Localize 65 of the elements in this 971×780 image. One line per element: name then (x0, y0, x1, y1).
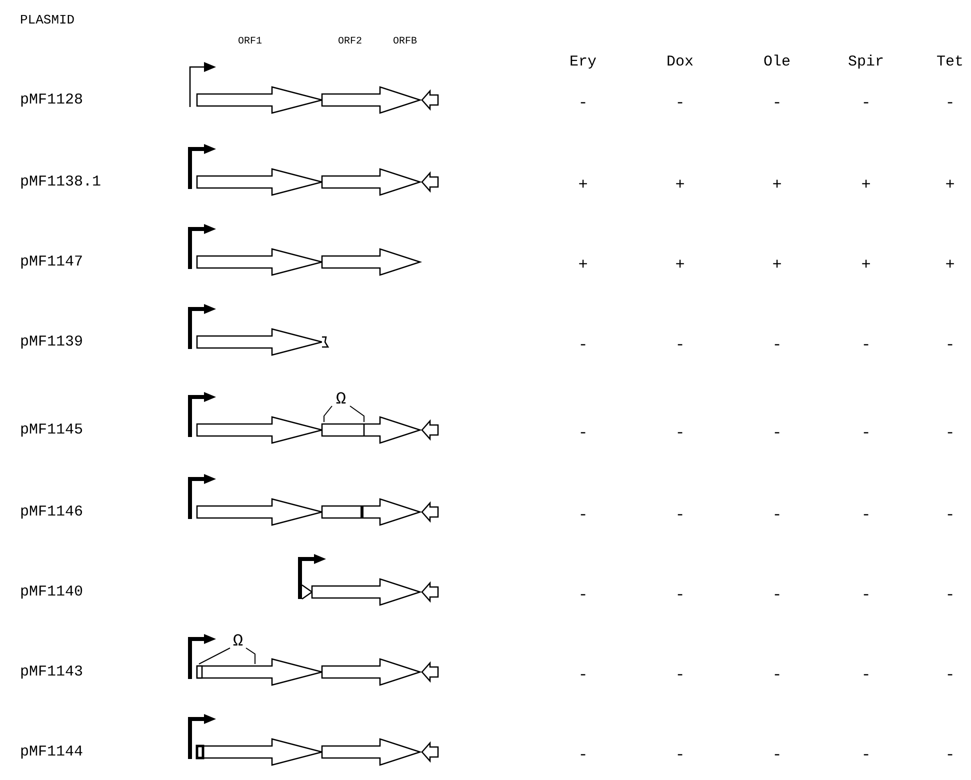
plasmid-name: pMF1145 (20, 422, 84, 438)
column-header: Ole (764, 54, 790, 70)
result-sign: + (945, 256, 955, 274)
result-sign: - (861, 666, 871, 684)
gene-label: ORFB (393, 36, 417, 48)
result-sign: + (772, 256, 782, 274)
result-sign: - (675, 586, 685, 604)
result-sign: - (945, 746, 955, 764)
result-sign: - (675, 424, 685, 442)
result-sign: - (861, 424, 871, 442)
result-sign: - (861, 336, 871, 354)
result-sign: + (675, 176, 685, 194)
result-sign: - (578, 336, 588, 354)
result-sign: - (945, 506, 955, 524)
result-sign: - (772, 506, 782, 524)
result-sign: - (861, 506, 871, 524)
result-sign: - (772, 586, 782, 604)
result-sign: - (578, 746, 588, 764)
result-sign: - (772, 666, 782, 684)
result-sign: + (772, 176, 782, 194)
column-header: Tet (936, 54, 964, 70)
result-sign: - (578, 94, 588, 112)
result-sign: - (861, 586, 871, 604)
plasmid-name: pMF1143 (20, 664, 84, 680)
plasmid-name: pMF1138.1 (20, 174, 102, 190)
result-sign: + (578, 256, 588, 274)
plasmid-name: pMF1147 (20, 254, 84, 270)
gene-label: ORF2 (338, 36, 362, 48)
column-header: Ery (570, 54, 596, 70)
result-sign: - (578, 506, 588, 524)
gene-label: ORF1 (238, 36, 262, 48)
result-sign: - (861, 746, 871, 764)
result-sign: - (772, 424, 782, 442)
result-sign: + (945, 176, 955, 194)
result-sign: + (861, 256, 871, 274)
omega-symbol: Ω (232, 632, 244, 652)
omega-symbol: Ω (336, 390, 346, 410)
plasmid-name: pMF1140 (20, 584, 84, 600)
plasmid-name: pMF1146 (20, 504, 84, 520)
result-sign: + (861, 176, 871, 194)
result-sign: + (578, 176, 588, 194)
result-sign: - (945, 336, 955, 354)
column-header: Spir (848, 54, 884, 70)
result-sign: - (945, 94, 955, 112)
column-header: Dox (666, 54, 694, 70)
result-sign: - (675, 506, 685, 524)
result-sign: + (675, 256, 685, 274)
result-sign: - (675, 746, 685, 764)
result-sign: - (861, 94, 871, 112)
plasmid-name: pMF1139 (20, 334, 84, 350)
result-sign: - (578, 424, 588, 442)
result-sign: - (675, 336, 685, 354)
result-sign: - (675, 666, 685, 684)
result-sign: - (578, 666, 588, 684)
result-sign: - (578, 586, 588, 604)
plasmid-name: pMF1128 (20, 92, 84, 108)
plasmid-name: pMF1144 (20, 744, 84, 760)
result-sign: - (772, 336, 782, 354)
result-sign: - (772, 746, 782, 764)
result-sign: - (945, 586, 955, 604)
result-sign: - (675, 94, 685, 112)
result-sign: - (772, 94, 782, 112)
result-sign: - (945, 424, 955, 442)
result-sign: - (945, 666, 955, 684)
column-header: PLASMID (20, 12, 75, 28)
